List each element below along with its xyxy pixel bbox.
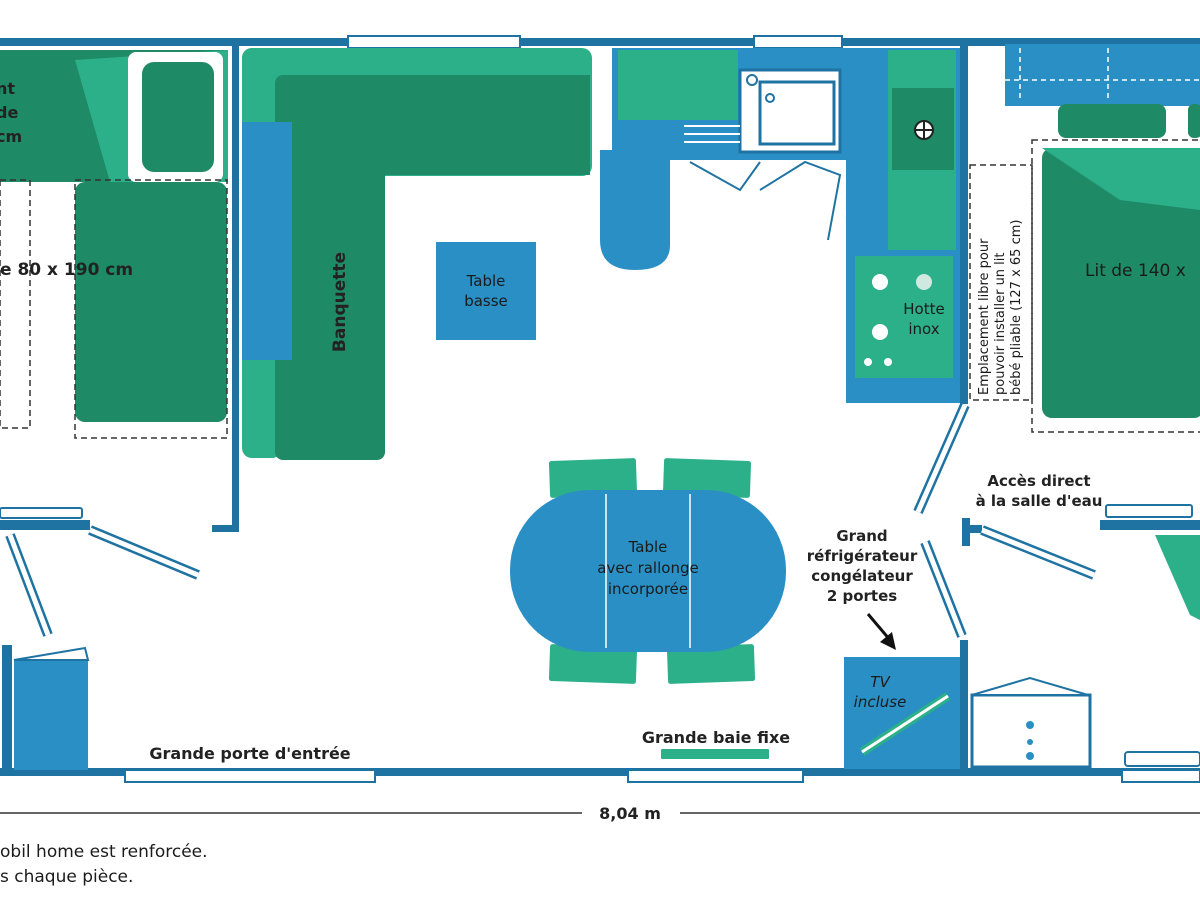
fixed-bay-label: Grande baie fixe [642,728,790,747]
sink-basin [758,80,836,146]
bottom-window-bay [627,769,804,783]
cot-label-3: bébé pliable (127 x 65 cm) [1009,220,1024,395]
fridge-label-1: Grand [836,527,887,545]
left-door-leaf-2-inner [7,534,51,636]
right-bed-cover [1042,148,1200,210]
kitchen-door-arc-1 [689,161,761,192]
hob-burner-2 [916,274,932,290]
fixed-bay-sill [659,747,771,761]
fridge-label-2: réfrigérateur [807,547,918,565]
hood-label-2: inox [908,320,939,338]
fridge-arrow-head [880,632,896,650]
kitchen-door-arc-2 [759,160,842,241]
left-door-leaf-1-inner [89,527,199,578]
bathroom-access-1: Accès direct [987,472,1090,490]
right-bed-pillow-2 [1188,104,1200,138]
right-door-sill [1105,504,1193,518]
dining-table-label-2: avec rallonge [597,559,698,577]
fridge-arrow-shaft [866,613,892,641]
sink-drain [765,93,775,103]
bathroom-door-hinge [962,525,982,533]
tv-label-2: incluse [854,693,907,711]
bottom-window-right [1121,769,1200,783]
bathroom-door-leaf-inner [981,527,1095,578]
right-bedroom-wall [960,44,968,404]
right-wardrobe [1005,44,1200,106]
left-bedroom-wall-stub [212,525,239,532]
bottom-wall [0,768,1200,776]
right-bed-pillow-1 [1058,104,1166,138]
cot-label-2: pouvoir installer un lit [993,253,1008,396]
coffee-table [436,242,536,340]
left-bed-mattress [75,182,227,422]
fridge-label-3: congélateur [811,567,913,585]
right-shower [1155,535,1200,620]
fridge-unit [844,657,960,769]
vanity-dot-3 [1026,752,1034,760]
right-bed-size: Lit de 140 x [1085,261,1186,281]
bottom-window-entry [124,769,376,783]
left-cabinet-post [2,645,12,770]
tv-label-1: TV [870,673,891,691]
hob [855,256,953,378]
left-bed-size: e 80 x 190 cm [0,260,133,280]
left-bed-label-2: de [0,103,18,122]
hood-label-1: Hotte [903,300,944,318]
banquette-blue-cushion [242,122,292,360]
left-cabinet [14,660,88,770]
cot-label-1: Emplacement libre pour [977,238,992,395]
left-cabinet-lid [13,646,90,661]
coffee-table-label-1: Table [466,272,506,290]
fridge-label-4: 2 portes [827,587,897,605]
bathroom-partition [960,640,968,772]
dining-table [510,490,786,652]
dimension-label: 8,04 m [599,804,661,823]
hob-control-1 [864,358,872,366]
coffee-table-label-2: basse [464,292,508,310]
top-window-1 [347,35,521,49]
left-bed-pillow [142,62,214,172]
left-door-sill [0,507,83,519]
fridge-door-inner [922,541,965,637]
vanity-dot-2 [1027,739,1033,745]
hob-control-2 [884,358,892,366]
right-door-frame [1100,520,1200,530]
left-bed-label-1: nt [0,79,15,98]
dining-table-label-1: Table [628,538,668,556]
kitchen-curve [600,150,670,270]
right-bottom-sill [1124,751,1200,767]
banquette-label: Banquette [330,252,350,352]
cot-zone-dashed [969,164,1033,401]
left-door-frame [0,520,90,530]
top-wall [0,38,1200,46]
hob-burner-1 [872,274,888,290]
hob-burner-3 [872,324,888,340]
vanity-dot-1 [1026,721,1034,729]
right-bed [1042,148,1200,418]
bathroom-access-2: à la salle d'eau [976,492,1103,510]
entry-door-label: Grande porte d'entrée [149,744,350,763]
left-bedroom-wall [232,44,239,532]
sink-tap [746,74,758,86]
footnote-2: s chaque pièce. [0,867,134,887]
left-bed-floor-dashed [74,179,228,439]
left-bed-label-3: cm [0,127,22,146]
right-bed-dashed [1031,139,1200,433]
kitchen-green-cabinet [618,50,738,120]
bathroom-vanity-lid [971,676,1089,696]
dining-table-label-3: incorporée [608,580,688,598]
banquette-seat-side [275,75,385,460]
right-bedroom-door-inner [915,403,968,514]
top-window-2 [753,35,843,49]
left-bedroom-dashed [0,179,31,429]
tv-screen-edge [861,694,949,754]
footnote-1: obil home est renforcée. [0,842,208,862]
